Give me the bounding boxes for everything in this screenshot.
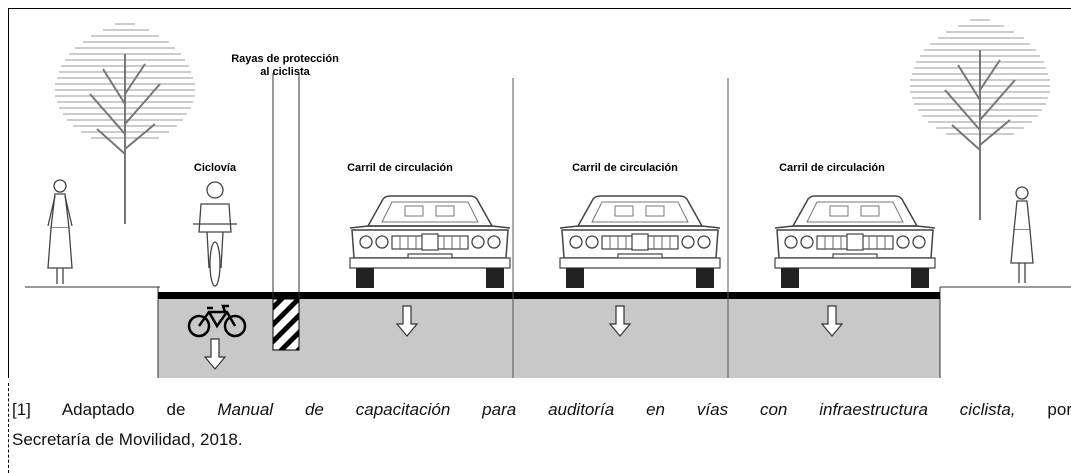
lane-label-2: Carril de circulación [572,162,678,174]
caption-line-1: [1] Adaptado de Manual de capacitación p… [12,395,1071,425]
protection-stripes [272,298,300,351]
figure-frame [8,8,1071,378]
tree-icon [54,23,196,225]
lane-label-3: Carril de circulación [779,162,885,174]
caption-line-2: Secretaría de Movilidad, 2018. [12,430,243,449]
cyclist-icon [193,181,237,287]
caption-by: por [1015,400,1071,419]
pedestrian-icon [47,179,73,284]
cycleway-label: Ciclovía [194,162,237,174]
asphalt-edge [158,292,940,299]
protection-label-line1: Rayas de protección [231,53,339,65]
pedestrian-icon [1010,186,1034,283]
car-icon [559,195,721,289]
caption-source-title: Manual de capacitación para auditoría en… [217,400,1016,419]
road-cross-section-diagram: Rayas de protección al ciclista Ciclovía… [25,19,1071,378]
tree-icon [909,19,1051,221]
car-icon [774,195,936,289]
caption-frame [8,383,1071,473]
caption-ref: [1] Adaptado de [12,400,218,419]
protection-label-line2: al ciclista [260,66,310,78]
figure-caption: [1] Adaptado de Manual de capacitación p… [12,395,1071,455]
car-icon [349,195,511,289]
lane-label-1: Carril de circulación [347,162,453,174]
